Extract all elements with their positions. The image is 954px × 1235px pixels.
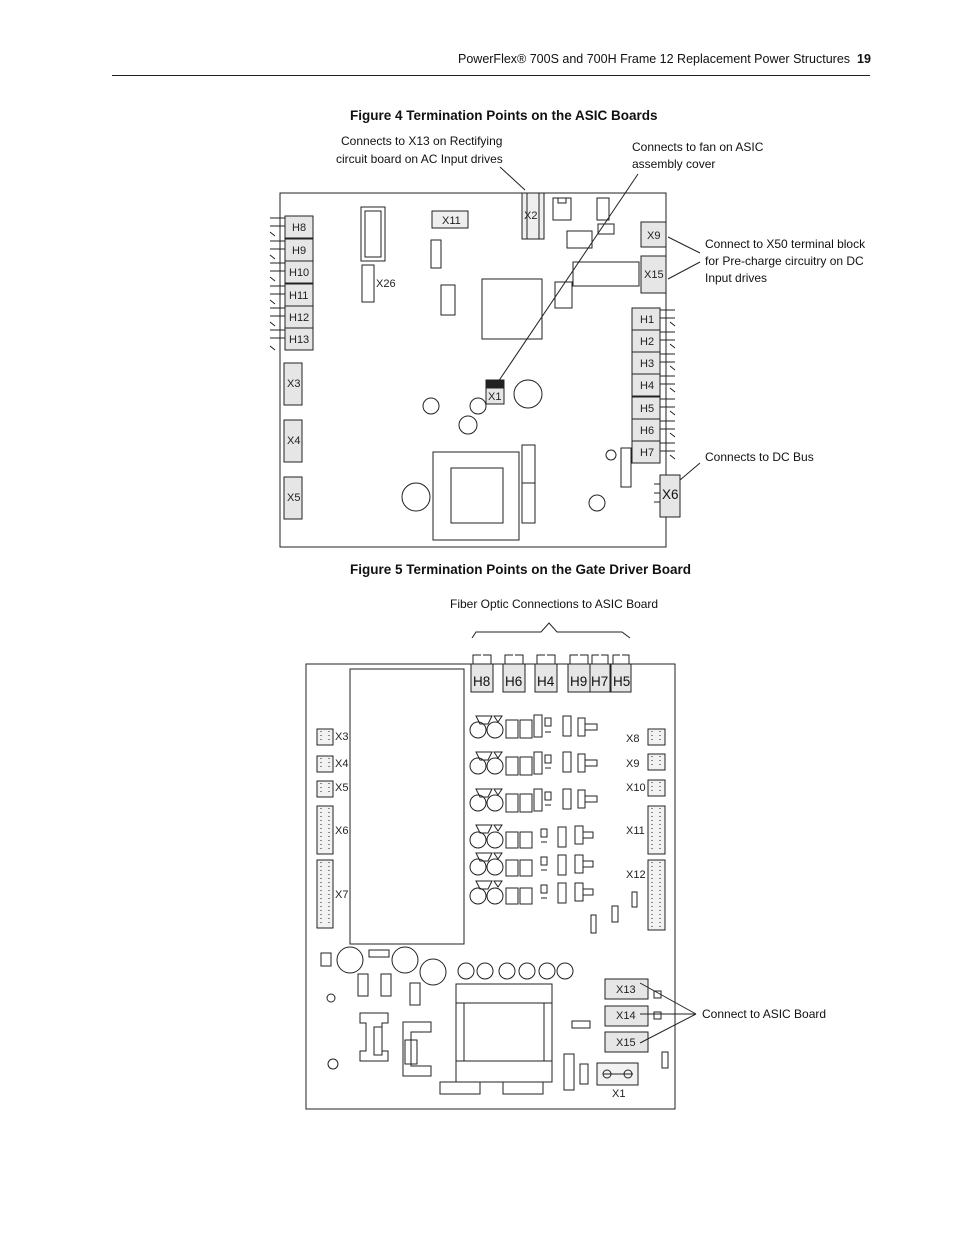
asic-label-x4: X4 — [287, 435, 300, 447]
callout-x50-line1: Connect to X50 terminal block — [705, 237, 866, 251]
asic-label-x3: X3 — [287, 378, 300, 390]
page-number: 19 — [857, 52, 871, 66]
asic-label-x15: X15 — [644, 269, 664, 281]
fiber-label-h9: H9 — [570, 674, 587, 689]
gate-label-x7: X7 — [335, 889, 348, 901]
gate-label-x1: X1 — [612, 1088, 625, 1100]
asic-label-h7: H7 — [640, 447, 654, 459]
asic-leader-lines — [495, 166, 701, 481]
fiber-label-h5: H5 — [613, 674, 630, 689]
gate-label-x11: X11 — [626, 825, 645, 837]
asic-right-connectors — [631, 307, 681, 518]
asic-label-x5: X5 — [287, 492, 300, 504]
callout-x50-line2: for Pre-charge circuitry on DC — [705, 254, 864, 268]
asic-label-h3: H3 — [640, 358, 654, 370]
gate-label-x10: X10 — [626, 782, 646, 794]
running-header-title: PowerFlex® 700S and 700H Frame 12 Replac… — [458, 52, 851, 66]
gate-label-x4: X4 — [335, 758, 348, 770]
asic-label-x2: X2 — [524, 210, 537, 222]
asic-label-x11: X11 — [442, 215, 461, 227]
asic-label-x1: X1 — [488, 391, 501, 403]
fiber-label-h7: H7 — [591, 674, 608, 689]
fiber-optic-connectors — [470, 654, 632, 693]
gate-label-x9: X9 — [626, 758, 639, 770]
asic-label-h11: H11 — [289, 290, 308, 302]
callout-x13-line1: Connects to X13 on Rectifying — [341, 134, 502, 148]
asic-label-h6: H6 — [640, 425, 654, 437]
asic-label-h12: H12 — [289, 312, 309, 324]
asic-label-x6: X6 — [662, 487, 679, 502]
callout-fan-line2: assembly cover — [632, 157, 715, 171]
asic-label-x26: X26 — [376, 278, 396, 290]
gate-right-headers — [647, 728, 666, 931]
gate-left-headers — [316, 728, 334, 929]
fiber-bracket — [471, 622, 631, 639]
asic-label-h9: H9 — [292, 245, 306, 257]
figure4-caption: Figure 4 Termination Points on the ASIC … — [350, 108, 658, 123]
asic-left-connectors — [269, 215, 314, 520]
asic-components — [360, 192, 667, 541]
gate-label-x14: X14 — [616, 1010, 636, 1022]
fiber-label-h6: H6 — [505, 674, 522, 689]
callout-x13-line2: circuit board on AC Input drives — [336, 152, 503, 166]
gate-label-x12: X12 — [626, 869, 646, 881]
callout-x50-line3: Input drives — [705, 271, 767, 285]
gate-label-x6: X6 — [335, 825, 348, 837]
asic-label-h4: H4 — [640, 380, 654, 392]
asic-label-h10: H10 — [289, 267, 309, 279]
gate-label-x8: X8 — [626, 733, 639, 745]
gate-label-x13: X13 — [616, 984, 636, 996]
gate-asic-connectors — [596, 978, 697, 1086]
figure5-caption: Figure 5 Termination Points on the Gate … — [350, 562, 692, 577]
callout-connect-asic: Connect to ASIC Board — [702, 1007, 826, 1021]
gate-label-x15: X15 — [616, 1037, 636, 1049]
asic-label-h2: H2 — [640, 336, 654, 348]
header-rule — [112, 75, 870, 76]
callout-fiber-optic: Fiber Optic Connections to ASIC Board — [450, 597, 658, 611]
asic-board-diagram: H8 H9 H10 H11 H12 H13 X3 X4 X5 X11 X26 X… — [269, 134, 866, 548]
gate-label-x3: X3 — [335, 731, 348, 743]
callout-dc-bus: Connects to DC Bus — [705, 450, 814, 464]
gate-bottom-components — [320, 946, 669, 1095]
gate-large-module — [349, 668, 465, 945]
fiber-label-h8: H8 — [473, 674, 490, 689]
callout-fan-line1: Connects to fan on ASIC — [632, 140, 764, 154]
asic-label-h8: H8 — [292, 222, 306, 234]
gate-driver-board-diagram: H8 H6 H4 H9 H7 H5 X3 X4 X5 X6 X7 X8 X9 X… — [305, 597, 826, 1110]
asic-label-h1: H1 — [640, 314, 654, 326]
asic-label-x9: X9 — [647, 230, 660, 242]
gate-driver-components — [469, 714, 638, 934]
gate-label-x5: X5 — [335, 782, 348, 794]
asic-label-h13: H13 — [289, 334, 309, 346]
asic-label-h5: H5 — [640, 403, 654, 415]
fiber-label-h4: H4 — [537, 674, 555, 689]
